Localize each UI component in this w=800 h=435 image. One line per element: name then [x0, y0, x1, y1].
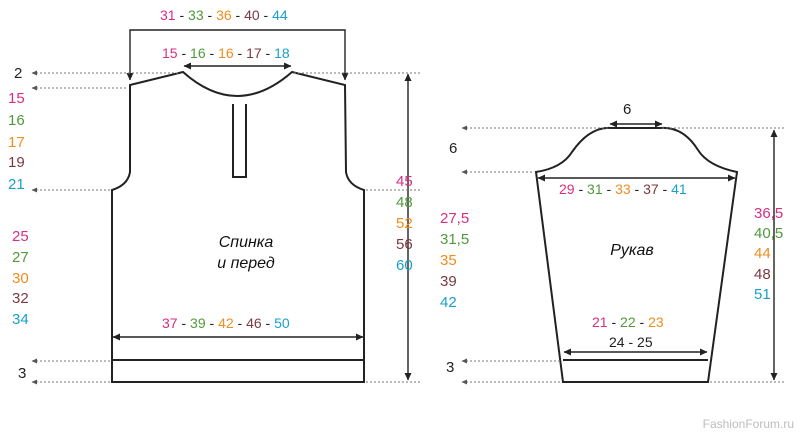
back-title: Спинка и перед — [196, 232, 296, 274]
bottom-width-label: 37 - 39 - 42 - 46 - 50 — [162, 315, 290, 331]
sleeve-outline — [534, 126, 739, 383]
sleeve-dimensions — [537, 120, 778, 381]
sleeve-rib-label: 3 — [446, 359, 455, 376]
back-front-piece — [111, 70, 365, 383]
sleeve-piece — [534, 126, 739, 383]
back-title-line1: Спинка — [218, 234, 274, 251]
sleeve-length-list: 36,5 40,5 44 48 51 — [754, 205, 784, 303]
back-outline — [111, 70, 365, 383]
top-width-label: 31 - 33 - 36 - 40 - 44 — [160, 7, 288, 23]
lower-width-label-a: 21 - 22 - 23 — [592, 314, 664, 330]
placket — [232, 104, 247, 178]
sleeve-title: Рукав — [610, 242, 654, 259]
top-width-arrow — [126, 29, 349, 81]
total-height-list: 45 48 52 56 60 — [396, 173, 413, 274]
neck-width-label: 15 - 16 - 16 - 17 - 18 — [162, 45, 290, 61]
back-guides — [31, 70, 420, 385]
back-title-line2: и перед — [217, 255, 275, 272]
side-height-list: 25 27 30 32 34 — [12, 228, 29, 328]
shoulder-drop-label: 2 — [14, 65, 23, 82]
sleeve-guides — [461, 125, 786, 385]
neck-depth-list: 15 16 17 19 21 — [8, 90, 25, 193]
lower-width-label-b: 24 - 25 — [609, 334, 653, 350]
cap-top-label: 6 — [623, 101, 632, 118]
back-dimensions — [112, 29, 412, 381]
cap-height-label: 6 — [449, 140, 458, 157]
upper-width-label: 29 - 31 - 33 - 37 - 41 — [559, 181, 687, 197]
back-rib-label: 3 — [18, 365, 27, 382]
armhole-height-list: 27,5 31,5 35 39 42 — [440, 210, 470, 311]
watermark: FashionForum.ru — [702, 417, 794, 431]
